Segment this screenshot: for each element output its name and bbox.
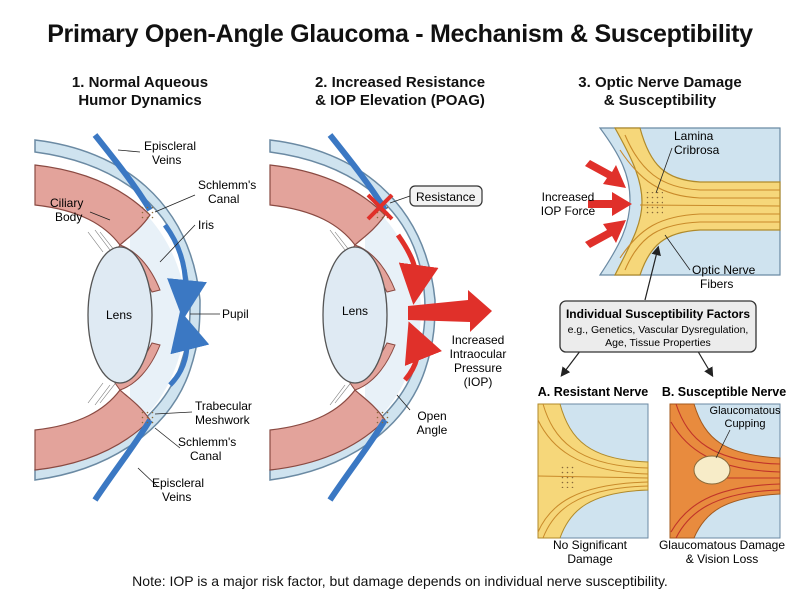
label-open-angle-2: Angle	[417, 423, 448, 437]
resistant-nerve-image	[537, 403, 649, 539]
lens-2	[322, 246, 388, 384]
label-iop-1: Increased	[452, 333, 505, 347]
panel-2-heading-line1: 2. Increased Resistance	[314, 74, 486, 91]
lamina-cribrosa	[645, 192, 663, 214]
label-schlemm-bottom-1: Schlemm's	[178, 435, 236, 449]
ciliary-body-top	[34, 164, 151, 246]
label-iop-4: (IOP)	[464, 375, 493, 389]
panel-2-labels: Resistance Lens Increased Intraocular Pr…	[342, 190, 506, 437]
panel-3-heading-line2: & Susceptibility	[603, 92, 717, 109]
label-episcleral-top-2: Veins	[152, 153, 181, 167]
blocked-flow-arrow-top	[395, 233, 439, 305]
aqueous-flow-arrow-top	[162, 223, 207, 320]
ciliary-body-bottom-2	[269, 389, 386, 471]
label-factors-body-2: Age, Tissue Properties	[605, 337, 711, 349]
label-factors-body-1: e.g., Genetics, Vascular Dysregulation,	[568, 324, 749, 336]
label-iop-2: Intraocular	[450, 347, 507, 361]
optic-nerve-body	[613, 127, 781, 276]
label-factors-title: Individual Susceptibility Factors	[566, 307, 750, 321]
label-susceptible-result-1: Glaucomatous Damage	[659, 538, 785, 552]
label-iop-force-2: IOP Force	[541, 204, 596, 218]
label-episcleral-top-1: Episcleral	[144, 139, 196, 153]
label-trabecular-1: Trabecular	[195, 399, 252, 413]
zonule-fibers	[87, 229, 119, 406]
label-schlemm-bottom-2: Canal	[190, 449, 221, 463]
episcleral-vein-bottom	[92, 418, 153, 502]
trabecular-meshwork-top	[140, 205, 156, 219]
panel-3-heading: 3. Optic Nerve Damage & Susceptibility	[560, 74, 760, 110]
label-episcleral-bottom-2: Veins	[162, 490, 191, 504]
ciliary-body-bottom	[34, 389, 151, 471]
susceptibility-factors-box	[559, 300, 757, 353]
lens	[87, 246, 153, 384]
panel-2-eye	[269, 133, 492, 502]
panel-2-heading-line2: & IOP Elevation (POAG)	[315, 92, 485, 109]
glaucomatous-cup	[693, 455, 731, 485]
panel-1-heading-line1: 1. Normal Aqueous	[71, 74, 209, 91]
label-susceptible-result-2: & Vision Loss	[686, 552, 759, 566]
label-iris: Iris	[198, 218, 214, 232]
panel-3-heading-line1: 3. Optic Nerve Damage	[578, 74, 742, 91]
aqueous-flow-arrow-bottom	[168, 310, 210, 387]
label-cupping-1: Glaucomatous	[710, 405, 781, 417]
nerve-fibers	[619, 134, 781, 271]
ciliary-body-top-2	[269, 164, 386, 246]
blocked-flow-arrow-bottom	[403, 321, 442, 382]
label-iop-force-1: Increased	[542, 190, 595, 204]
label-resistant-result-1: No Significant	[553, 538, 628, 552]
panel-2-heading: 2. Increased Resistance & IOP Elevation …	[280, 74, 520, 110]
label-fibers-1: Optic Nerve	[692, 263, 756, 277]
label-fibers-2: Fibers	[700, 277, 733, 291]
panel-1-heading-line2: Humor Dynamics	[78, 92, 202, 109]
label-lamina-1: Lamina	[674, 129, 714, 143]
iop-arrow-icon	[408, 290, 492, 332]
label-resistant-title: A. Resistant Nerve	[538, 385, 649, 399]
label-ciliary-2: Body	[55, 210, 82, 224]
panel-3-optic-nerve	[559, 127, 781, 378]
label-episcleral-bottom-1: Episcleral	[152, 476, 204, 490]
episcleral-vein-top	[92, 133, 153, 212]
panel-1-heading: 1. Normal Aqueous Humor Dynamics	[40, 74, 240, 110]
label-pupil: Pupil	[222, 307, 249, 321]
label-open-angle-1: Open	[417, 409, 446, 423]
footnote: Note: IOP is a major risk factor, but da…	[132, 573, 668, 589]
label-trabecular-2: Meshwork	[195, 413, 251, 427]
trabecular-meshwork-bottom	[140, 410, 156, 424]
panel-1-labels: Episcleral Veins Schlemm's Canal Ciliary…	[50, 139, 256, 504]
iop-force-arrows	[585, 160, 632, 248]
label-cupping-2: Cupping	[725, 418, 766, 430]
page-title: Primary Open-Angle Glaucoma - Mechanism …	[47, 20, 753, 48]
label-resistance: Resistance	[416, 190, 476, 204]
label-susceptible-title: B. Susceptible Nerve	[662, 385, 786, 399]
label-schlemm-top-1: Schlemm's	[198, 178, 256, 192]
label-iop-3: Pressure	[454, 361, 502, 375]
label-lamina-2: Cribrosa	[674, 143, 720, 157]
label-schlemm-top-2: Canal	[208, 192, 239, 206]
panel-3-labels: Lamina Cribrosa Increased IOP Force Opti…	[538, 129, 786, 566]
label-lens-2: Lens	[342, 304, 368, 318]
label-resistant-result-2: Damage	[567, 552, 613, 566]
panel-1-eye	[34, 133, 220, 502]
label-lens-1: Lens	[106, 308, 132, 322]
susceptible-nerve-image	[669, 403, 781, 539]
resistance-x-icon	[366, 193, 394, 221]
label-ciliary-1: Ciliary	[50, 196, 83, 210]
